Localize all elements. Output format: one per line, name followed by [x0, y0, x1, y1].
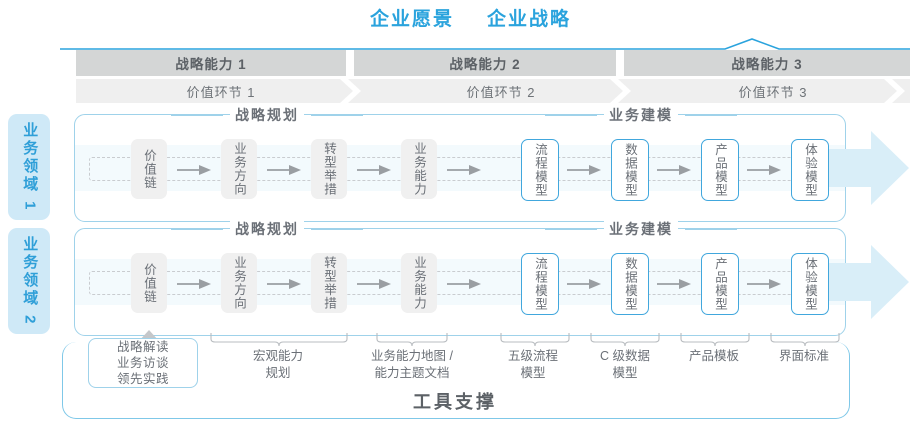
process-node-label: 产品模型 — [713, 257, 727, 311]
bottom-label-2: 业务能力地图 /能力主题文档 — [371, 349, 453, 380]
process-node-label: 数据模型 — [623, 143, 637, 197]
step-arrow-icon-4 — [447, 165, 481, 175]
flow-arrow-head — [829, 131, 909, 205]
bracket-connector-3 — [500, 333, 570, 347]
value-chain-bar-1: 价值环节 1 — [76, 79, 366, 103]
bottom-label-3: 五级流程模型 — [507, 349, 558, 380]
bottom-label-5: 产品模板 — [688, 349, 739, 363]
chevron-notch-icon — [340, 79, 361, 103]
step-arrow-icon-1 — [177, 279, 211, 289]
capability-bar-2: 战略能力 2 — [354, 50, 616, 76]
section-header-modeling: 业务建模 — [545, 105, 737, 125]
side-label-text: 业务领域 2 — [21, 235, 39, 327]
process-node-label: 数据模型 — [623, 257, 637, 311]
process-node-6[interactable]: 数据模型 — [611, 139, 649, 201]
process-node-8[interactable]: 体验模型 — [791, 139, 829, 201]
process-node-7[interactable]: 产品模型 — [701, 253, 739, 315]
strategy-interpretation-box: 战略解读业务访谈领先实践 — [88, 338, 198, 388]
process-node-label: 业务方向 — [232, 142, 246, 196]
process-node-3[interactable]: 转型举措 — [311, 253, 347, 313]
step-arrow-icon-4 — [447, 279, 481, 289]
section-header-modeling: 业务建模 — [545, 219, 737, 239]
tool-support-container — [62, 342, 850, 419]
process-node-1[interactable]: 价值链 — [131, 139, 167, 199]
process-node-1[interactable]: 价值链 — [131, 253, 167, 313]
step-arrow-icon-6 — [657, 279, 691, 289]
process-node-5[interactable]: 流程模型 — [521, 139, 559, 201]
process-node-label: 价值链 — [142, 148, 156, 190]
chevron-notch-icon — [610, 79, 631, 103]
process-node-8[interactable]: 体验模型 — [791, 253, 829, 315]
capability-bar-row: 战略能力 1 战略能力 2 战略能力 3 — [76, 50, 910, 76]
step-arrow-icon-5 — [567, 165, 601, 175]
step-arrow-icon-3 — [357, 165, 391, 175]
step-arrow-icon-6 — [657, 165, 691, 175]
process-node-label: 业务方向 — [232, 256, 246, 310]
strategy-interpretation-text: 战略解读业务访谈领先实践 — [116, 339, 169, 387]
section-title: 战略规划 — [230, 219, 304, 239]
process-node-6[interactable]: 数据模型 — [611, 253, 649, 315]
section-header-planning: 战略规划 — [171, 219, 363, 239]
step-arrow-icon-7 — [747, 165, 781, 175]
bracket-connector-2 — [376, 333, 448, 347]
side-label-text: 业务领域 1 — [21, 121, 39, 213]
side-label-domain-2: 业务领域 2 — [8, 228, 50, 334]
domain-row-2: 战略规划 业务建模 价值链 业务方向 转型举措 业务能力 流程模型 数据模型 产品模型 体验模… — [74, 219, 909, 336]
bracket-connector-5 — [680, 333, 750, 347]
process-node-label: 转型举措 — [322, 256, 336, 310]
process-node-label: 体验模型 — [803, 143, 817, 197]
value-chain-bar-3: 价值环节 3 — [636, 79, 910, 103]
tent-connector-line — [60, 38, 910, 50]
process-node-label: 价值链 — [142, 262, 156, 304]
step-arrow-icon-1 — [177, 165, 211, 175]
bracket-connector-6 — [770, 333, 840, 347]
strategy-title: 企业战略 — [487, 9, 572, 30]
bottom-label-4: C 级数据模型 — [599, 349, 650, 380]
process-node-4[interactable]: 业务能力 — [401, 253, 437, 313]
section-header-planning: 战略规划 — [171, 105, 363, 125]
process-node-label: 转型举措 — [322, 142, 336, 196]
process-node-label: 流程模型 — [533, 257, 547, 311]
process-node-3[interactable]: 转型举措 — [311, 139, 347, 199]
section-title: 战略规划 — [230, 105, 304, 125]
domain-row-1: 战略规划 业务建模 价值链 业务方向 转型举措 业务能力 流程模型 数据模型 产品模型 体验模… — [74, 105, 909, 222]
process-node-4[interactable]: 业务能力 — [401, 139, 437, 199]
bracket-connector-4 — [590, 333, 660, 347]
process-node-5[interactable]: 流程模型 — [521, 253, 559, 315]
flow-arrow-head — [829, 245, 909, 319]
value-chain-bar-2: 价值环节 2 — [366, 79, 636, 103]
capability-bar-1: 战略能力 1 — [76, 50, 346, 76]
side-label-domain-1: 业务领域 1 — [8, 114, 50, 220]
process-node-2[interactable]: 业务方向 — [221, 139, 257, 199]
step-arrow-icon-2 — [267, 165, 301, 175]
process-node-label: 体验模型 — [803, 257, 817, 311]
process-node-label: 流程模型 — [533, 143, 547, 197]
vision-title: 企业愿景 — [370, 9, 455, 30]
process-node-label: 业务能力 — [412, 256, 426, 310]
step-arrow-icon-2 — [267, 279, 301, 289]
section-title: 业务建模 — [604, 105, 678, 125]
bracket-connector-1 — [210, 333, 348, 347]
step-arrow-icon-5 — [567, 279, 601, 289]
step-arrow-icon-3 — [357, 279, 391, 289]
process-node-label: 产品模型 — [713, 143, 727, 197]
bottom-label-1: 宏观能力规划 — [252, 349, 303, 380]
process-node-7[interactable]: 产品模型 — [701, 139, 739, 201]
chevron-notch-icon — [884, 79, 905, 103]
process-node-label: 业务能力 — [412, 142, 426, 196]
section-title: 业务建模 — [604, 219, 678, 239]
footer-title: 工具支撑 — [413, 392, 497, 412]
step-arrow-icon-7 — [747, 279, 781, 289]
capability-bar-3: 战略能力 3 — [624, 50, 910, 76]
process-node-2[interactable]: 业务方向 — [221, 253, 257, 313]
bottom-label-6: 界面标准 — [778, 349, 829, 363]
